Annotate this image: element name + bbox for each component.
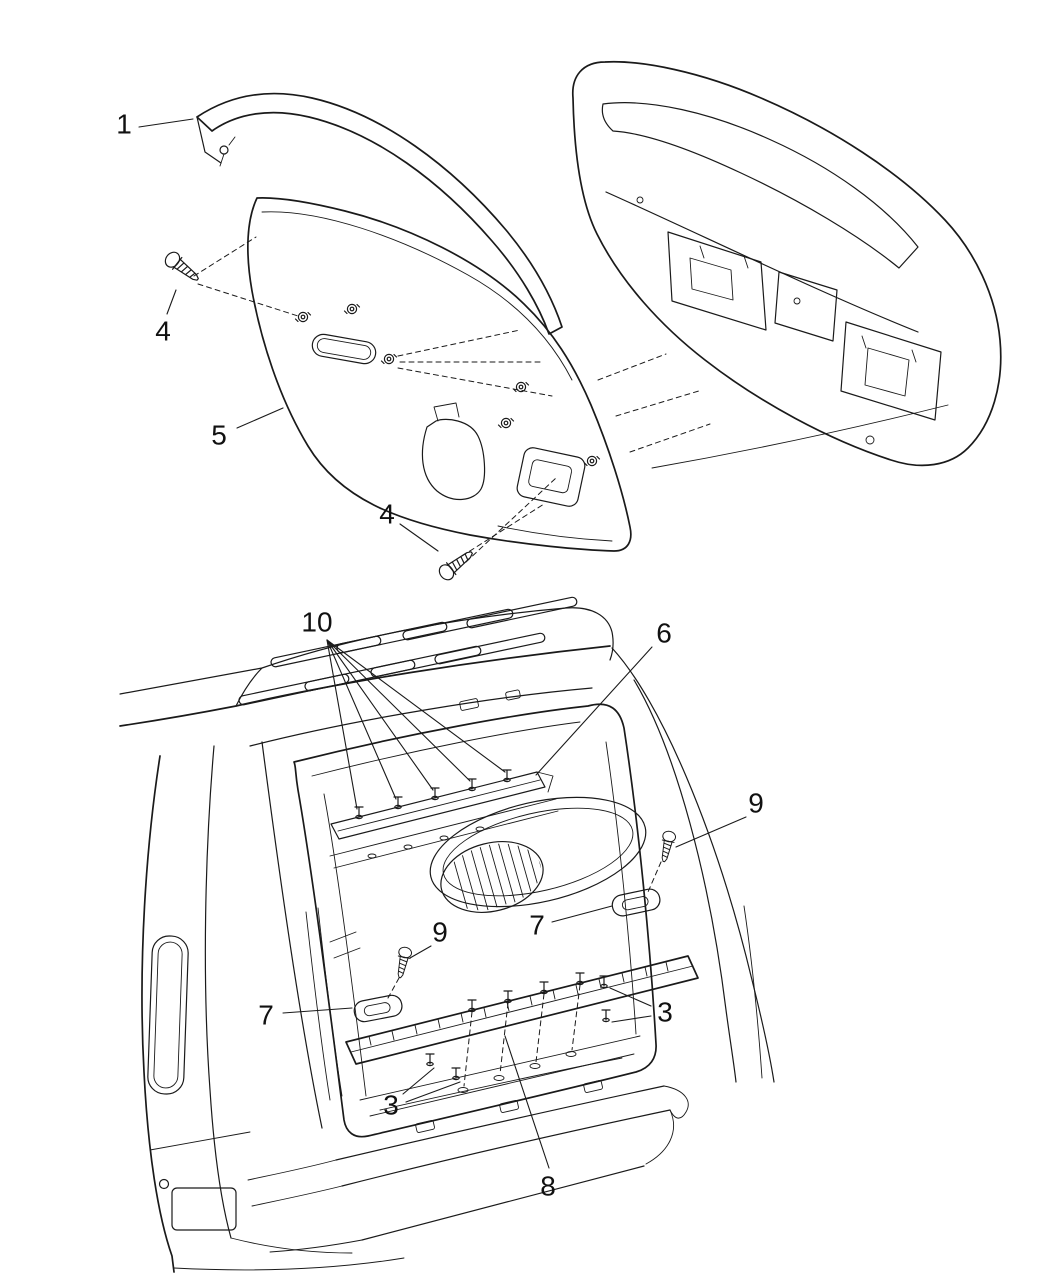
callout-label-3-11: 3 [383, 1090, 399, 1121]
push-pin-icon [354, 806, 364, 820]
panel-fastener-icon [583, 455, 601, 467]
callout-4-leader [399, 523, 439, 552]
callout-10-leader [326, 639, 358, 810]
callout-9-leader [409, 945, 432, 959]
callout-3-leader [402, 1067, 435, 1095]
screw-icon [393, 945, 413, 980]
callout-label-7-9: 7 [258, 1000, 274, 1031]
screw-part-9-right [657, 829, 677, 864]
screw-icon [161, 248, 204, 287]
upper-trim-strip-part-6 [329, 771, 559, 869]
screw-part-4-lower [435, 545, 478, 584]
callout-label-9-8: 9 [432, 917, 448, 948]
floor-tie-down [499, 1100, 519, 1113]
callout-label-8-12: 8 [540, 1171, 556, 1202]
screw-part-9-left [393, 945, 413, 980]
liftgate-access-hole-left [667, 231, 767, 331]
floor-tie-down [583, 1080, 603, 1093]
panel-handle-cutout [311, 333, 377, 365]
hook-bracket-part-7-right [611, 861, 662, 917]
upper-molding-part-1 [196, 92, 563, 335]
panel-fastener-icon [380, 353, 398, 365]
panel-fastener-icon [497, 417, 515, 429]
callout-label-1-0: 1 [116, 109, 132, 140]
panel-fastener-icon [343, 303, 361, 315]
floor-tie-down [415, 1120, 435, 1133]
trim-panel-part-5 [247, 197, 632, 552]
callout-9-leader [675, 816, 747, 848]
sill-pin-icon [467, 999, 477, 1013]
callout-3-leader [405, 1081, 461, 1103]
callout-10-leader [326, 639, 506, 773]
callout-10-leader [326, 639, 397, 800]
callout-1-leader [138, 118, 194, 128]
callout-label-9-6: 9 [748, 788, 764, 819]
quarter-window [147, 935, 189, 1095]
pin-fasteners-part-10 [354, 769, 512, 820]
callout-label-6-5: 6 [656, 618, 672, 649]
panel-access-cutout [516, 447, 586, 507]
sill-pin-icon [575, 972, 585, 986]
roof-ribs [238, 596, 578, 706]
panel-fastener-icon [294, 311, 312, 323]
alignment-dashed-lines-top [193, 236, 711, 563]
screw-part-4-upper [161, 248, 204, 287]
screw-icon [435, 545, 478, 584]
liftgate-access-hole-right [840, 321, 942, 421]
hook-bracket-part-7-left [353, 977, 403, 1023]
callout-layer: 1 4 5 4 10 6 9 7 9 7 3 3 8 [116, 109, 764, 1202]
callout-label-7-7: 7 [529, 910, 545, 941]
panel-pocket-cutout [421, 418, 486, 500]
callout-label-3-10: 3 [657, 997, 673, 1028]
callout-6-leader [535, 646, 653, 776]
push-pin-icon [393, 796, 403, 810]
clip-fasteners-part-3-right [599, 975, 611, 1023]
clip-fasteners-part-3-left [425, 1053, 461, 1081]
callout-7-leader [282, 1007, 353, 1014]
callout-3-leader [609, 987, 652, 1007]
callout-label-5-2: 5 [211, 420, 227, 451]
liftgate-inner-panel [572, 60, 1002, 469]
molding-clip [219, 145, 229, 155]
screw-icon [657, 829, 677, 864]
callout-label-4-1: 4 [155, 316, 171, 347]
vehicle-body-outline [119, 607, 775, 1273]
speaker-grille [440, 833, 549, 919]
callout-3-leader [611, 1015, 652, 1023]
sill-pin-icon [503, 990, 513, 1004]
liftgate-window-opening [601, 102, 919, 269]
sill-pin-icon [539, 981, 549, 995]
callout-5-leader [236, 407, 284, 429]
sill-plate-part-8 [345, 955, 699, 1093]
callout-8-leader [504, 1035, 550, 1169]
license-pocket [171, 1187, 237, 1231]
glass-opening-seal [429, 796, 647, 908]
clip-icon [425, 1053, 435, 1067]
callout-7-leader [551, 905, 613, 923]
clip-icon [451, 1067, 461, 1081]
liftgate-latch [865, 435, 875, 445]
callout-10-leader [326, 639, 434, 791]
callout-label-4-3: 4 [379, 499, 395, 530]
panel-fastener-icon [512, 381, 530, 393]
callout-4-leader [166, 289, 177, 315]
callout-10-leader [326, 639, 471, 782]
clip-icon [601, 1009, 611, 1023]
callout-label-10-4: 10 [301, 607, 332, 638]
